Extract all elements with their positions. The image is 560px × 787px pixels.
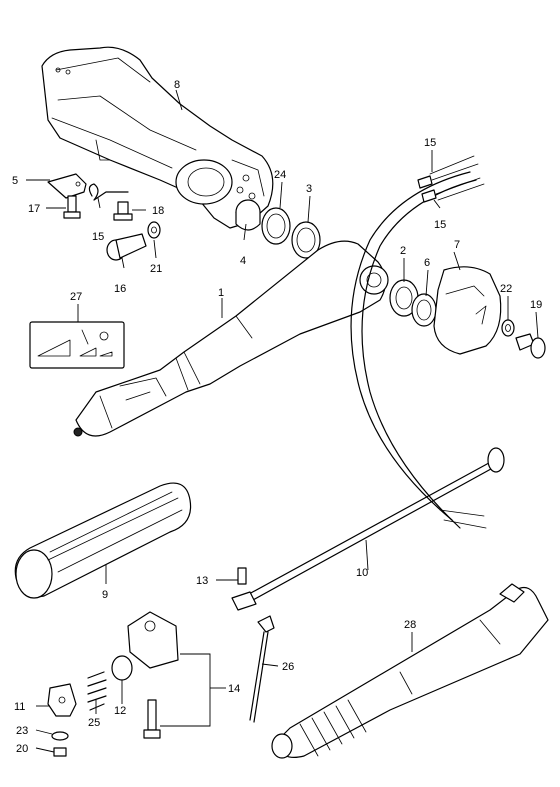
callout-5: 5 [12, 175, 18, 187]
callout-1: 1 [218, 287, 224, 299]
callout-24: 23 [16, 725, 28, 737]
callout-26: 25 [88, 717, 100, 729]
callout-10: 10 [356, 567, 368, 579]
callout-18: 17 [28, 203, 40, 215]
callout-20: 19 [530, 299, 542, 311]
tiller-bracket-housing [41, 46, 274, 229]
callout-22: 21 [150, 263, 162, 275]
callout-29: 28 [404, 619, 416, 631]
callout-7: 7 [454, 239, 460, 251]
callout-21: 20 [16, 743, 28, 755]
leader-lines [26, 89, 539, 753]
callout-12: 12 [114, 705, 126, 717]
small-hardware [47, 173, 161, 261]
tiller-handle-complete [271, 583, 549, 759]
callout-19: 18 [152, 205, 164, 217]
callout-11: 11 [14, 701, 25, 713]
callout-15-lower: 15 [434, 219, 446, 231]
throttle-cables [350, 155, 487, 529]
callout-2: 2 [400, 245, 406, 257]
callout-23: 22 [500, 283, 512, 295]
callout-14: 14 [228, 683, 240, 695]
bolt-and-washer [501, 319, 546, 359]
washer-rings [261, 207, 321, 259]
callout-16: 15 [92, 231, 104, 243]
callout-labels: 8 5 17 15 18 16 21 24 3 4 1 2 6 7 15 15 … [12, 79, 542, 755]
callout-25: 24 [274, 169, 286, 181]
callout-4: 4 [240, 255, 246, 267]
throttle-decal-label [29, 321, 125, 369]
callout-17: 16 [114, 283, 126, 295]
throttle-rod [231, 447, 505, 611]
callout-13: 13 [196, 575, 208, 587]
handle-grip [14, 482, 192, 599]
callout-27: 26 [282, 661, 294, 673]
callout-6: 6 [424, 257, 430, 269]
callout-15-upper: 15 [424, 137, 436, 149]
bushing-part [235, 199, 261, 231]
cable-tie [249, 615, 275, 723]
end-cap-cover [433, 266, 502, 355]
callout-8: 8 [174, 79, 180, 91]
callout-3: 3 [306, 183, 312, 195]
friction-bracket-assembly [47, 611, 179, 757]
washers-right [389, 279, 437, 327]
callout-28: 27 [70, 291, 82, 303]
callout-9: 9 [102, 589, 108, 601]
